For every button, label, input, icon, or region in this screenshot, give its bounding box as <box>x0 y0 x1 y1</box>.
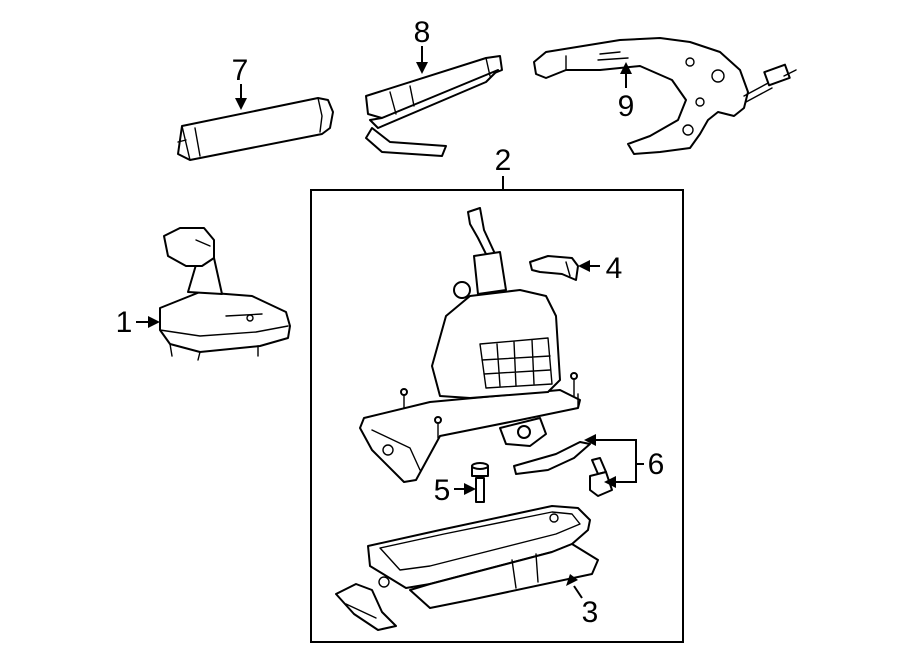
callout-4: 4 <box>578 252 622 285</box>
callout-1: 1 <box>116 306 160 339</box>
part-8-lever <box>365 55 503 157</box>
callout-8-label: 8 <box>414 16 431 49</box>
part-7-handle-grip <box>177 97 334 161</box>
callout-6-label: 6 <box>648 448 665 481</box>
shifter-mechanism <box>359 207 581 483</box>
part-3-base-tray <box>335 505 599 631</box>
part-4-cover-clip <box>529 255 579 281</box>
callout-9-label: 9 <box>618 90 635 123</box>
callout-1-label: 1 <box>116 306 133 339</box>
callout-5-label: 5 <box>434 474 451 507</box>
callout-3: 3 <box>566 574 598 629</box>
assembly-2-frame <box>310 189 684 643</box>
callout-2: 2 <box>495 144 512 190</box>
part-5-bolt <box>471 462 489 503</box>
callout-5: 5 <box>434 474 476 507</box>
part-9-brake-assembly <box>533 37 797 155</box>
callout-7: 7 <box>232 54 249 110</box>
part-1-shift-knob-bezel <box>159 227 291 361</box>
callout-7-label: 7 <box>232 54 249 87</box>
callout-9: 9 <box>618 62 635 123</box>
part-6-seal-and-screw <box>513 441 613 497</box>
callout-8: 8 <box>414 16 431 74</box>
callout-4-label: 4 <box>606 252 623 285</box>
callout-6: 6 <box>584 434 664 488</box>
callout-3-label: 3 <box>582 596 599 629</box>
callout-2-label: 2 <box>495 144 512 177</box>
